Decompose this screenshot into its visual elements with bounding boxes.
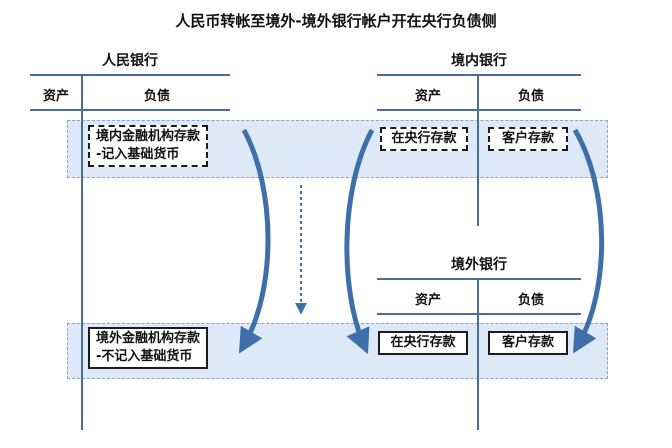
domestic-liabilities-header: 负债 bbox=[517, 89, 544, 104]
pboc-header-line bbox=[30, 109, 230, 111]
liability-transfer-arrow bbox=[572, 128, 605, 354]
pboc-divider bbox=[81, 74, 83, 430]
foreign-top-line bbox=[377, 278, 581, 280]
domestic-bank-title: 境内银行 bbox=[451, 53, 507, 69]
pboc-domestic-deposit-box: 境内金融机构存款 -记入基础货币 bbox=[88, 125, 209, 167]
pboc-foreign-deposit-line1: 境外金融机构存款 bbox=[96, 331, 201, 346]
foreign-divider bbox=[477, 278, 479, 430]
pboc-liabilities-header: 负债 bbox=[143, 89, 170, 104]
pboc-foreign-deposit-box: 境外金融机构存款 -不记入基础货币 bbox=[88, 327, 209, 369]
domestic-central-deposit-box: 在央行存款 bbox=[380, 127, 468, 151]
domestic-customer-deposit-box: 客户存款 bbox=[488, 127, 568, 151]
pboc-top-line bbox=[30, 74, 230, 76]
pboc-domestic-deposit-line1: 境内金融机构存款 bbox=[96, 129, 201, 144]
foreign-header-line bbox=[377, 313, 581, 315]
domestic-header-line bbox=[377, 109, 581, 111]
diagram-title: 人民币转帐至境外-境外银行帐户开在央行负债侧 bbox=[175, 12, 497, 30]
foreign-central-deposit-box: 在央行存款 bbox=[378, 331, 468, 355]
pboc-domestic-deposit-line2: -记入基础货币 bbox=[96, 147, 180, 162]
pboc-transfer-arrow bbox=[238, 128, 271, 354]
foreign-customer-deposit-box: 客户存款 bbox=[488, 331, 568, 355]
asset-transfer-arrow bbox=[344, 128, 375, 355]
pboc-assets-header: 资产 bbox=[42, 89, 69, 104]
pboc-title: 人民银行 bbox=[102, 53, 158, 69]
foreign-liabilities-header: 负债 bbox=[517, 293, 544, 308]
domestic-assets-header: 资产 bbox=[414, 89, 441, 104]
domestic-divider bbox=[477, 74, 479, 226]
foreign-bank-title: 境外银行 bbox=[451, 257, 507, 273]
foreign-assets-header: 资产 bbox=[414, 293, 441, 308]
domestic-top-line bbox=[377, 74, 581, 76]
pboc-foreign-deposit-line2: -不记入基础货币 bbox=[96, 349, 193, 364]
